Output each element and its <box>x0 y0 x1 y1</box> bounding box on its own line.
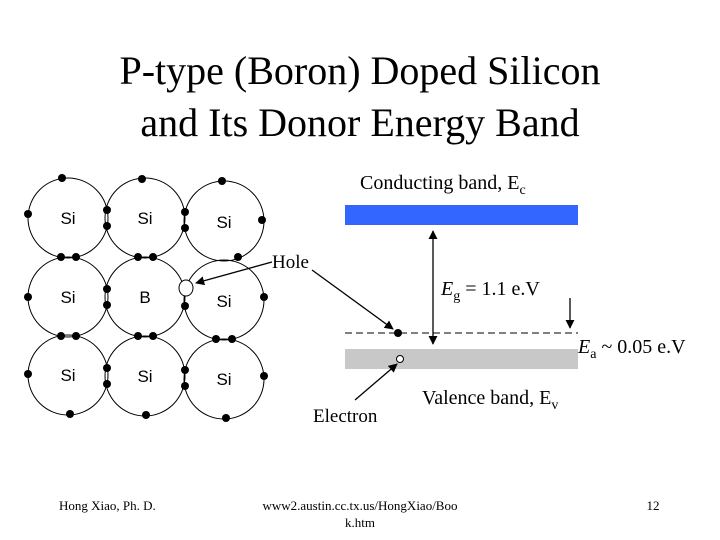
acceptor-electron <box>394 329 402 337</box>
electron-pointer <box>354 363 398 401</box>
electron-dot <box>138 175 146 183</box>
lattice-atoms: Si Si Si Si B Si Si Si Si <box>60 209 231 389</box>
bond-electron <box>212 335 220 343</box>
electron-dot <box>24 210 32 218</box>
atom-1-3: Si <box>216 213 231 232</box>
conducting-band-label: Conducting band, Ec <box>360 172 526 198</box>
bond-electron <box>181 224 189 232</box>
title-line-1: P-type (Boron) Doped Silicon <box>119 48 600 93</box>
atom-2-2-boron: B <box>139 288 150 307</box>
bond-electron <box>103 380 111 388</box>
electron-dot <box>234 253 242 261</box>
atom-2-3: Si <box>216 292 231 311</box>
bond-electron <box>57 253 65 261</box>
bond-electron <box>103 301 111 309</box>
bond-electron <box>134 332 142 340</box>
bond-electron <box>228 335 236 343</box>
bond-electron <box>72 332 80 340</box>
bond-electron <box>103 285 111 293</box>
hole-pointer-band <box>311 269 394 330</box>
bond-electron <box>103 364 111 372</box>
footer-url-line-1: www2.austin.cc.tx.us/HongXiao/Boo <box>263 498 458 513</box>
electron-dot <box>258 216 266 224</box>
valence-hole <box>396 355 404 363</box>
bond-electron <box>181 208 189 216</box>
electron-dot <box>24 370 32 378</box>
ea-value: ~ 0.05 e.V <box>596 336 686 358</box>
atom-2-1: Si <box>60 288 75 307</box>
atom-1-2: Si <box>137 209 152 228</box>
atom-3-3: Si <box>216 370 231 389</box>
conducting-band-subscript: c <box>519 183 525 198</box>
bond-electron <box>103 206 111 214</box>
atom-3-1: Si <box>60 366 75 385</box>
eg-subscript: g <box>453 289 460 304</box>
orbit-2-2 <box>104 256 186 338</box>
valence-band-subscript: v <box>551 398 558 413</box>
hole-marker <box>178 279 194 297</box>
ea-symbol: E <box>577 336 590 358</box>
bond-electron <box>103 222 111 230</box>
hole-pointer-lattice <box>195 261 273 286</box>
bond-electron <box>181 366 189 374</box>
valence-band-label: Valence band, Ev <box>422 387 558 413</box>
conduction-band <box>345 205 578 225</box>
electron-dot <box>222 414 230 422</box>
bond-electron <box>149 253 157 261</box>
ea-subscript: a <box>590 347 597 362</box>
electron-dot <box>24 293 32 301</box>
atom-1-1: Si <box>60 209 75 228</box>
electron-dot <box>66 410 74 418</box>
footer-page-number: 12 <box>647 498 660 513</box>
title-line-2: and Its Donor Energy Band <box>140 100 579 145</box>
electron-dot <box>142 411 150 419</box>
ea-label: Ea ~ 0.05 e.V <box>577 336 686 362</box>
eg-value: = 1.1 e.V <box>460 278 540 300</box>
bond-electron <box>134 253 142 261</box>
electron-dot <box>58 174 66 182</box>
bond-electron <box>181 382 189 390</box>
electron-dot <box>260 372 268 380</box>
bond-electron <box>181 302 189 310</box>
eg-symbol: E <box>440 278 453 300</box>
footer-author: Hong Xiao, Ph. D. <box>59 498 156 513</box>
valence-band <box>345 349 578 369</box>
electron-dot <box>260 293 268 301</box>
lattice-bond-pairs <box>57 206 236 390</box>
hole-label: Hole <box>272 252 309 273</box>
bond-electron <box>149 332 157 340</box>
atom-3-2: Si <box>137 367 152 386</box>
eg-label: Eg = 1.1 e.V <box>440 278 540 304</box>
bond-electron <box>72 253 80 261</box>
footer-url-line-2: k.htm <box>345 515 375 530</box>
electron-label: Electron <box>313 406 378 427</box>
lattice-electrons-outer <box>24 174 268 422</box>
valence-band-text: Valence band, E <box>422 387 551 409</box>
conducting-band-text: Conducting band, E <box>360 172 519 194</box>
bond-electron <box>57 332 65 340</box>
electron-dot <box>218 177 226 185</box>
